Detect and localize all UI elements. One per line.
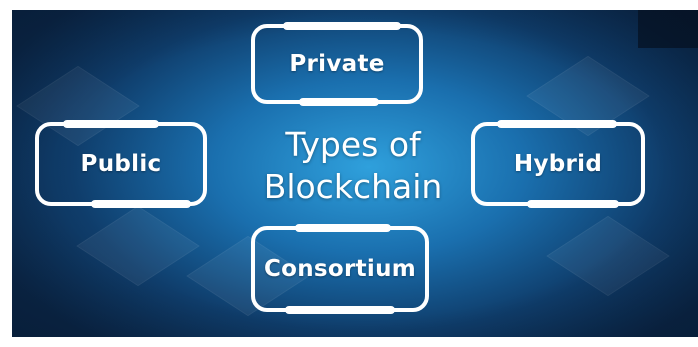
node-cap-bottom [285,306,395,314]
node-cap-top [295,224,391,232]
node-cap-top [497,120,617,128]
background-cube-decoration [546,215,670,297]
diagram-background [12,10,698,337]
node-cap-bottom [299,98,379,106]
node-label-private: Private [289,51,385,77]
node-private: Private [251,22,423,106]
node-label-consortium: Consortium [263,256,417,282]
node-label-public: Public [80,151,162,177]
node-consortium: Consortium [251,224,429,314]
node-cap-top [283,22,401,30]
background-cube-decoration [76,205,200,287]
center-title-line-1: Types of [285,125,421,164]
node-cap-bottom [91,200,191,208]
node-cap-top [63,120,159,128]
node-label-hybrid: Hybrid [513,151,603,177]
node-public: Public [35,120,207,208]
node-hybrid: Hybrid [471,120,645,208]
background-corner-block [638,10,698,48]
center-title: Types of Blockchain [238,124,468,208]
center-title-line-2: Blockchain [263,167,443,206]
node-cap-bottom [527,200,619,208]
